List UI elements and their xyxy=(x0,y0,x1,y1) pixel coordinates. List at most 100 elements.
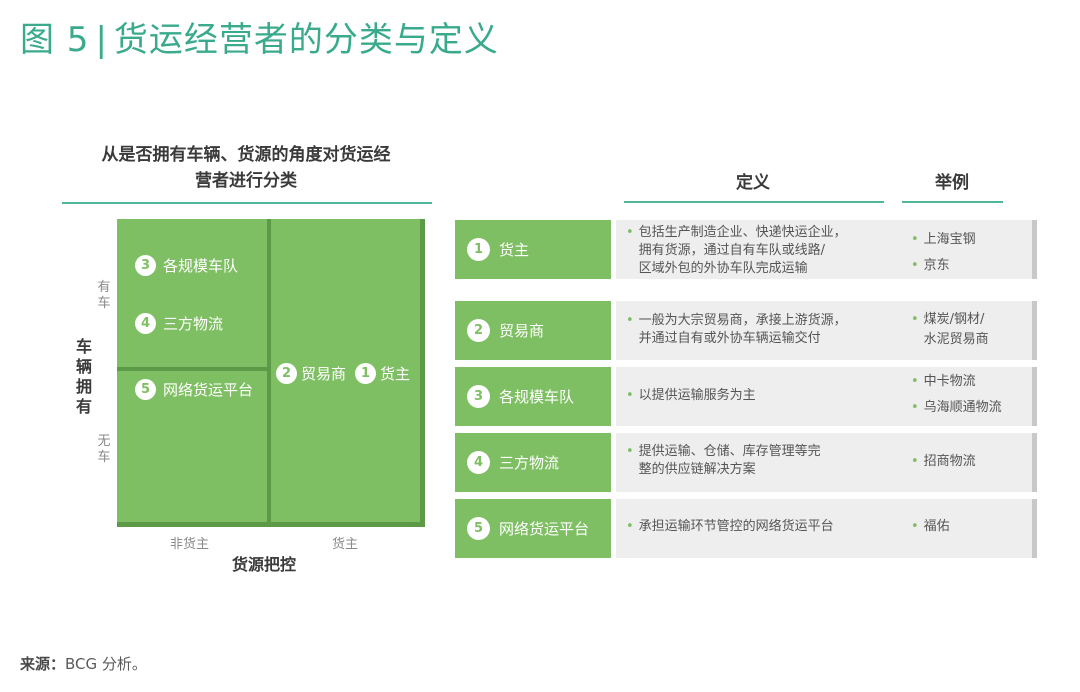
example-item: •煤炭/钢材/ xyxy=(911,310,1031,330)
number-badge: 1 xyxy=(355,363,376,384)
matrix-right-edge xyxy=(420,219,425,527)
row-detail-cell: • 以提供运输服务为主 • 中卡物流 • 乌海顺通物流 xyxy=(616,367,1037,426)
definition-text: • 一般为大宗贸易商，承接上游货源， 并通过自有或外协车辆运输交付 xyxy=(626,312,891,348)
definition-line: 承担运输环节管控的网络货运平台 xyxy=(638,519,834,534)
classification-matrix: 3 各规模车队 4 三方物流 5 网络货运平台 2 贸易商 1 货主 xyxy=(117,219,425,527)
example-text: 乌海顺通物流 xyxy=(923,400,1002,415)
table-row: 3 各规模车队 • 以提供运输服务为主 • 中卡物流 • 乌海顺通物流 xyxy=(455,367,1037,426)
example-item: •水泥贸易商 xyxy=(911,330,1031,350)
example-text: 福佑 xyxy=(923,519,950,534)
matrix-vertical-divider xyxy=(267,219,271,527)
bullet: • xyxy=(626,388,634,403)
example-list: •福佑 xyxy=(911,517,1031,537)
number-badge: 3 xyxy=(467,385,490,408)
definition-text: • 承担运输环节管控的网络货运平台 xyxy=(626,518,891,536)
row-label-cell: 2 贸易商 xyxy=(455,301,611,360)
source-text: BCG 分析。 xyxy=(65,655,147,673)
bullet: • xyxy=(911,258,919,273)
matrix-item-label: 贸易商 xyxy=(301,365,347,383)
example-item: • 中卡物流 xyxy=(911,372,1031,392)
definition-line: 包括生产制造企业、快递快运企业， xyxy=(638,225,847,240)
row-detail-cell: • 承担运输环节管控的网络货运平台 •福佑 xyxy=(616,499,1037,558)
table-row: 5 网络货运平台 • 承担运输环节管控的网络货运平台 •福佑 xyxy=(455,499,1037,558)
table-row: 1 货主 • 包括生产制造企业、快递快运企业， 拥有货源，通过自有车队或线路/ … xyxy=(455,220,1037,279)
example-item: • 京东 xyxy=(911,256,1031,276)
x-tick-shipper: 货主 xyxy=(332,537,359,552)
matrix-item-shipper: 1 货主 xyxy=(355,363,410,384)
bullet: • xyxy=(911,374,919,389)
figure-label: 图 5 xyxy=(20,20,90,60)
bullet: • xyxy=(626,444,634,459)
bullet: • xyxy=(626,225,634,240)
number-badge: 2 xyxy=(276,363,297,384)
row-detail-cell: • 包括生产制造企业、快递快运企业， 拥有货源，通过自有车队或线路/ 区域外包的… xyxy=(616,220,1037,279)
row-label: 各规模车队 xyxy=(499,388,575,406)
matrix-horizontal-divider xyxy=(117,367,269,371)
number-badge: 5 xyxy=(467,517,490,540)
definition-line: 以提供运输服务为主 xyxy=(638,388,756,403)
row-label-cell: 5 网络货运平台 xyxy=(455,499,611,558)
bullet: • xyxy=(626,313,634,328)
column-header-example: 举例 xyxy=(935,173,969,193)
source-note: 来源：BCG 分析。 xyxy=(20,653,147,674)
matrix-item-label: 各规模车队 xyxy=(163,257,239,275)
table-row: 2 贸易商 • 一般为大宗贸易商，承接上游货源， 并通过自有或外协车辆运输交付 … xyxy=(455,301,1037,360)
row-label: 货主 xyxy=(499,241,530,259)
matrix-bottom-edge xyxy=(117,522,425,527)
y-tick-char: 车 xyxy=(97,450,111,465)
example-list: • 中卡物流 • 乌海顺通物流 xyxy=(911,372,1031,418)
title-separator: | xyxy=(95,20,108,60)
matrix-item-3pl: 4 三方物流 xyxy=(135,313,223,334)
row-label: 贸易商 xyxy=(499,322,545,340)
definition-text: • 包括生产制造企业、快递快运企业， 拥有货源，通过自有车队或线路/ 区域外包的… xyxy=(626,224,891,278)
example-text: 招商物流 xyxy=(923,454,976,469)
bullet: • xyxy=(911,400,919,415)
number-badge: 5 xyxy=(135,379,156,400)
matrix-heading-line: 营者进行分类 xyxy=(195,171,297,191)
figure-title-text: 货运经营者的分类与定义 xyxy=(113,20,499,60)
row-label: 三方物流 xyxy=(499,454,560,472)
matrix-item-fleet: 3 各规模车队 xyxy=(135,255,238,276)
definition-text: • 以提供运输服务为主 xyxy=(626,387,891,405)
table-row: 4 三方物流 • 提供运输、仓储、库存管理等完 整的供应链解决方案 • 招商物流 xyxy=(455,433,1037,492)
number-badge: 3 xyxy=(135,255,156,276)
number-badge: 4 xyxy=(135,313,156,334)
row-label-cell: 4 三方物流 xyxy=(455,433,611,492)
matrix-heading-line: 从是否拥有车辆、货源的角度对货运经 xyxy=(101,145,391,165)
source-label: 来源： xyxy=(20,655,66,673)
x-tick-non-shipper: 非货主 xyxy=(170,537,210,552)
example-list: • 上海宝钢 • 京东 xyxy=(911,230,1031,276)
bullet: • xyxy=(911,232,919,247)
bullet: • xyxy=(626,519,634,534)
row-detail-cell: • 一般为大宗贸易商，承接上游货源， 并通过自有或外协车辆运输交付 •煤炭/钢材… xyxy=(616,301,1037,360)
y-axis-char: 辆 xyxy=(75,357,92,376)
bullet: • xyxy=(911,312,919,327)
y-axis-title: 车 辆 拥 有 xyxy=(74,337,94,417)
definition-header-rule xyxy=(624,201,884,203)
definition-line: 整的供应链解决方案 xyxy=(638,462,756,477)
number-badge: 4 xyxy=(467,451,490,474)
example-list: • 招商物流 xyxy=(911,452,1031,472)
example-header-rule xyxy=(902,201,1003,203)
y-axis-char: 拥 xyxy=(75,377,92,396)
matrix-item-label: 货主 xyxy=(380,365,411,383)
example-item: • 招商物流 xyxy=(911,452,1031,472)
x-axis-title: 货源把控 xyxy=(232,555,297,574)
example-text: 上海宝钢 xyxy=(923,232,976,247)
definition-line: 并通过自有或外协车辆运输交付 xyxy=(638,331,821,346)
definition-line: 一般为大宗贸易商，承接上游货源， xyxy=(638,313,847,328)
bullet: • xyxy=(911,454,919,469)
y-tick-char: 有 xyxy=(97,280,111,295)
row-label-cell: 1 货主 xyxy=(455,220,611,279)
example-text: 中卡物流 xyxy=(923,374,976,389)
definition-line: 区域外包的外协车队完成运输 xyxy=(638,261,808,276)
example-text: 京东 xyxy=(923,258,950,273)
definition-line: 提供运输、仓储、库存管理等完 xyxy=(638,444,821,459)
example-text: 水泥贸易商 xyxy=(923,332,989,347)
example-item: • 上海宝钢 xyxy=(911,230,1031,250)
column-header-definition: 定义 xyxy=(736,173,770,193)
y-tick-char: 车 xyxy=(97,296,111,311)
example-item: • 乌海顺通物流 xyxy=(911,398,1031,418)
number-badge: 1 xyxy=(467,238,490,261)
matrix-heading: 从是否拥有车辆、货源的角度对货运经 营者进行分类 xyxy=(62,142,430,194)
